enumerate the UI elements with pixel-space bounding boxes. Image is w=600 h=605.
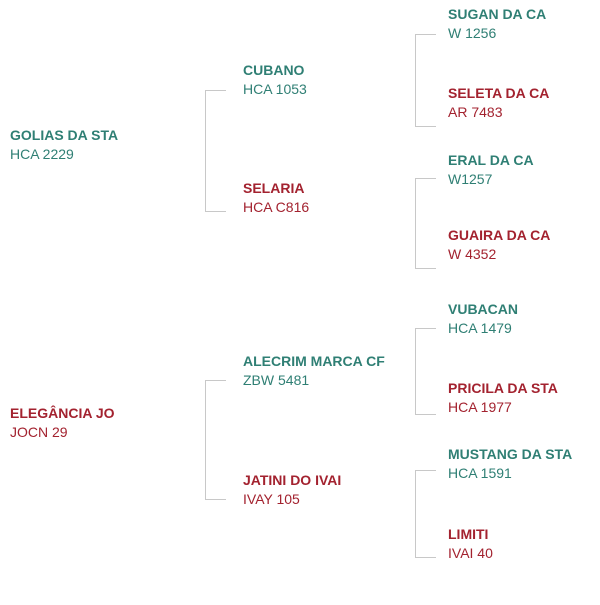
ss-dam-code: AR 7483 <box>448 104 503 120</box>
ds-dam-name[interactable]: PRICILA DA STA <box>448 380 558 396</box>
connector-dam-dam <box>415 470 436 558</box>
sire-dam-node[interactable]: SELARIA HCA C816 <box>243 179 309 217</box>
sire-code: HCA 2229 <box>10 146 74 162</box>
sire-dam-name[interactable]: SELARIA <box>243 180 305 196</box>
connector-dam <box>205 380 226 500</box>
ds-dam-code: HCA 1977 <box>448 399 512 415</box>
connector-dam-sire <box>415 328 436 415</box>
ds-dam-node[interactable]: PRICILA DA STA HCA 1977 <box>448 379 558 417</box>
dd-sire-node[interactable]: MUSTANG DA STA HCA 1591 <box>448 445 572 483</box>
dam-dam-name[interactable]: JATINI DO IVAI <box>243 472 342 488</box>
sire-name[interactable]: GOLIAS DA STA <box>10 127 119 143</box>
sire-sire-code: HCA 1053 <box>243 81 307 97</box>
sire-sire-node[interactable]: CUBANO HCA 1053 <box>243 61 307 99</box>
sd-sire-code: W1257 <box>448 171 493 187</box>
ds-sire-code: HCA 1479 <box>448 320 512 336</box>
dam-dam-code: IVAY 105 <box>243 491 300 507</box>
dd-dam-code: IVAI 40 <box>448 545 493 561</box>
dd-dam-node[interactable]: LIMITI IVAI 40 <box>448 525 493 563</box>
dam-sire-code: ZBW 5481 <box>243 372 310 388</box>
ss-sire-node[interactable]: SUGAN DA CA W 1256 <box>448 5 546 43</box>
ds-sire-name[interactable]: VUBACAN <box>448 301 518 317</box>
ss-dam-name[interactable]: SELETA DA CA <box>448 85 550 101</box>
sire-dam-code: HCA C816 <box>243 199 310 215</box>
dam-dam-node[interactable]: JATINI DO IVAI IVAY 105 <box>243 471 341 509</box>
connector-sire-sire <box>415 34 436 127</box>
connector-sire <box>205 90 226 212</box>
sire-node[interactable]: GOLIAS DA STA HCA 2229 <box>10 126 118 164</box>
ss-sire-name[interactable]: SUGAN DA CA <box>448 6 547 22</box>
sd-dam-name[interactable]: GUAIRA DA CA <box>448 227 551 243</box>
dam-name[interactable]: ELEGÂNCIA JO <box>10 405 115 421</box>
sd-dam-code: W 4352 <box>448 246 497 262</box>
sire-sire-name[interactable]: CUBANO <box>243 62 305 78</box>
dam-sire-node[interactable]: ALECRIM MARCA CF ZBW 5481 <box>243 352 393 390</box>
ds-sire-node[interactable]: VUBACAN HCA 1479 <box>448 300 518 338</box>
connector-sire-dam <box>415 178 436 269</box>
dd-dam-name[interactable]: LIMITI <box>448 526 489 542</box>
dam-node[interactable]: ELEGÂNCIA JO JOCN 29 <box>10 404 115 442</box>
dam-sire-name[interactable]: ALECRIM MARCA CF <box>243 353 385 369</box>
ss-dam-node[interactable]: SELETA DA CA AR 7483 <box>448 84 549 122</box>
ss-sire-code: W 1256 <box>448 25 497 41</box>
sd-sire-node[interactable]: ERAL DA CA W1257 <box>448 151 534 189</box>
dam-code: JOCN 29 <box>10 424 68 440</box>
dd-sire-code: HCA 1591 <box>448 465 512 481</box>
sd-dam-node[interactable]: GUAIRA DA CA W 4352 <box>448 226 550 264</box>
sd-sire-name[interactable]: ERAL DA CA <box>448 152 534 168</box>
dd-sire-name[interactable]: MUSTANG DA STA <box>448 446 573 462</box>
